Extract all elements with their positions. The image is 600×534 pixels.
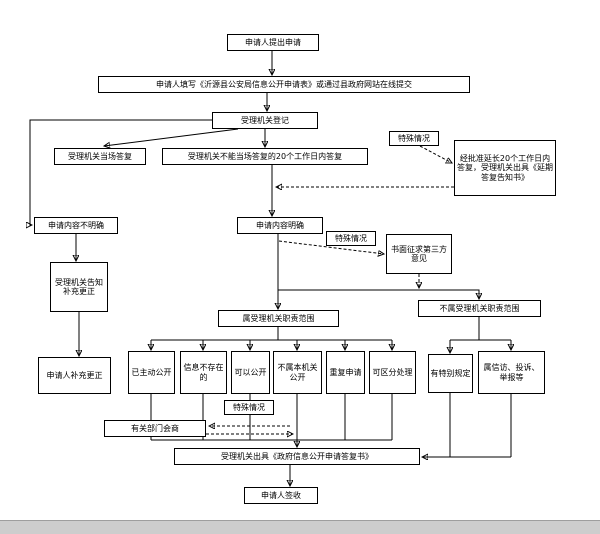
node-content-unclear: 申请内容不明确	[34, 217, 118, 234]
node-separable: 可区分处理	[369, 351, 416, 394]
node-extend-reply: 经批准延长20个工作日内答复，受理机关出具《延期答复告知书》	[454, 140, 556, 196]
node-special-rules: 有特别规定	[428, 354, 473, 393]
node-out-scope: 不属受理机关职责范围	[418, 300, 541, 317]
node-register: 受理机关登记	[212, 112, 318, 129]
node-issue-reply: 受理机关出具《政府信息公开申请答复书》	[174, 448, 420, 465]
node-petition: 属信访、投诉、举报等	[478, 351, 545, 394]
node-not-exist: 信息不存在的	[180, 351, 227, 394]
node-special-case-3: 特殊情况	[224, 400, 274, 415]
node-can-public: 可以公开	[231, 351, 270, 394]
node-reply-20days: 受理机关不能当场答复的20个工作日内答复	[162, 148, 368, 165]
node-third-party: 书面征求第三方意见	[386, 234, 452, 274]
node-applicant-correct: 申请人补充更正	[38, 357, 111, 394]
node-onspot-reply: 受理机关当场答复	[54, 148, 146, 165]
bottom-bar	[0, 520, 600, 534]
node-special-case-2: 特殊情况	[326, 231, 376, 246]
node-fill-form: 申请人填写《沂源县公安局信息公开申请表》或通过县政府网站在线提交	[98, 76, 470, 93]
node-notify-correct: 受理机关告知补充更正	[50, 262, 108, 312]
node-dept-consult: 有关部门会商	[104, 420, 206, 437]
node-in-scope: 属受理机关职责范围	[218, 310, 339, 327]
node-sign-receipt: 申请人签收	[244, 487, 318, 504]
node-special-case-1: 特殊情况	[389, 131, 439, 146]
node-repeat-apply: 重复申请	[326, 351, 365, 394]
node-not-this-organ: 不属本机关公开	[273, 351, 322, 394]
node-already-public: 已主动公开	[128, 351, 175, 394]
node-content-clear: 申请内容明确	[237, 217, 323, 234]
node-apply: 申请人提出申请	[227, 34, 319, 51]
